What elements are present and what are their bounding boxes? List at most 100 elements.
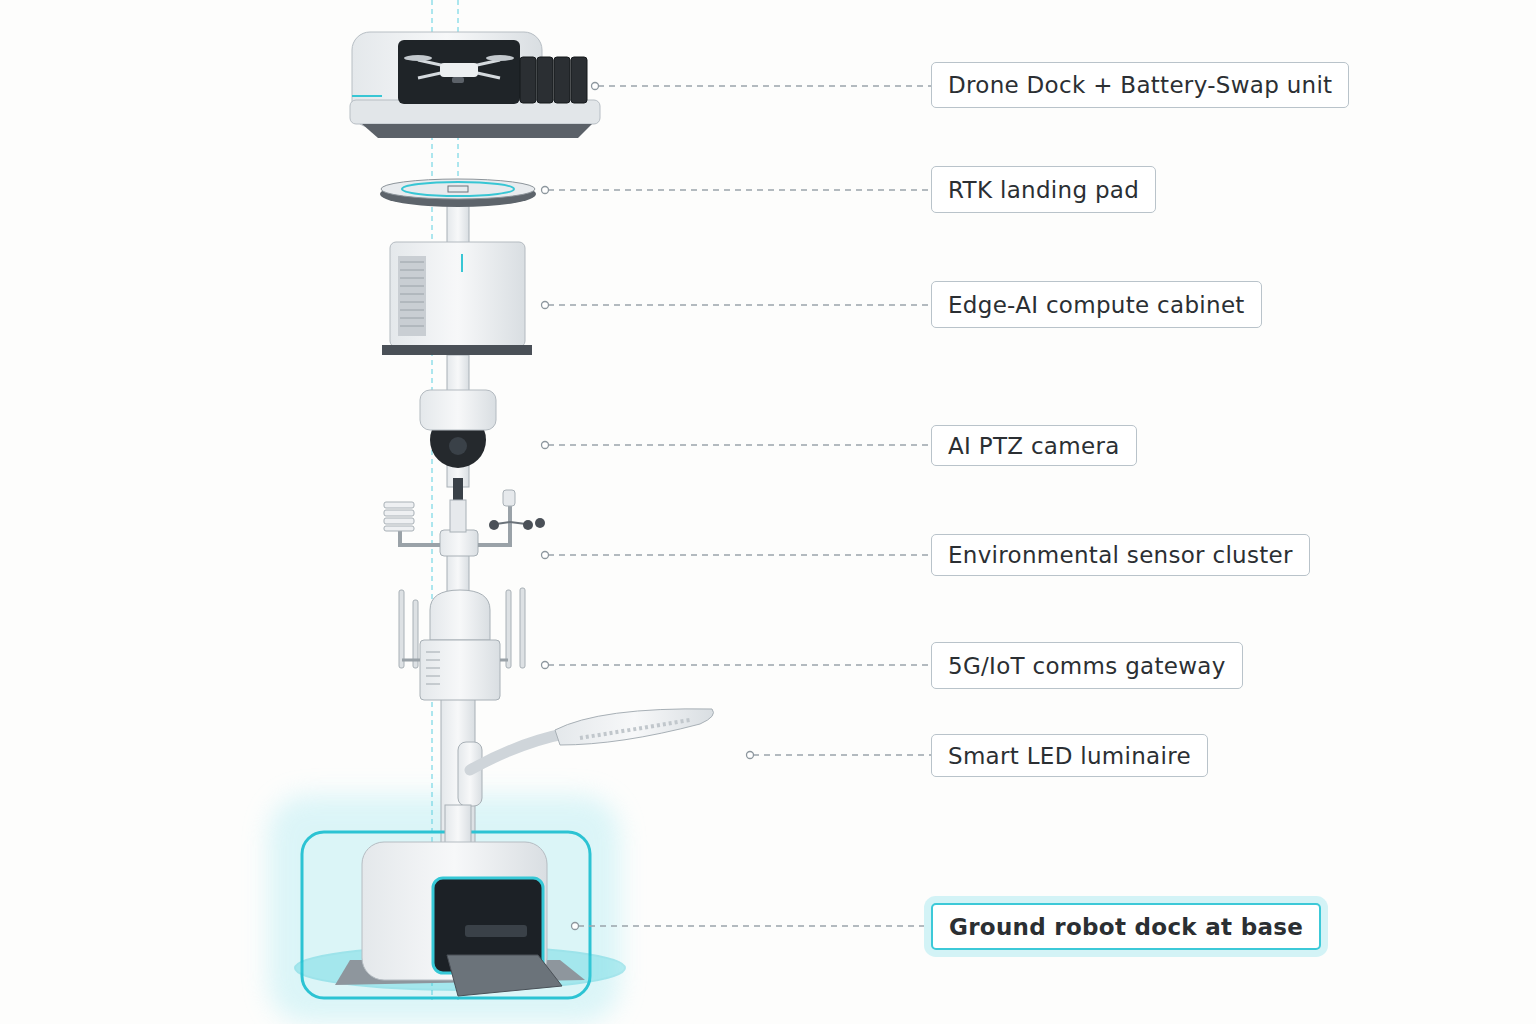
drone-dock bbox=[362, 124, 592, 138]
sensor-cluster bbox=[384, 510, 414, 516]
callout-label: Drone Dock + Battery-Swap unit bbox=[948, 72, 1332, 98]
callout-box: RTK landing pad bbox=[931, 166, 1156, 213]
comms-gateway bbox=[430, 590, 490, 640]
leader-line bbox=[548, 86, 931, 926]
leader-dot bbox=[542, 662, 549, 669]
landing-pad bbox=[402, 182, 514, 196]
landing-pad bbox=[381, 179, 535, 199]
leader-dot bbox=[542, 83, 754, 930]
robot-dock bbox=[445, 805, 471, 845]
comms-gateway bbox=[426, 660, 440, 661]
comms-gateway bbox=[413, 600, 418, 668]
callout-label: RTK landing pad bbox=[948, 177, 1139, 203]
callout-box: Environmental sensor cluster bbox=[931, 534, 1310, 576]
compute-cabinet bbox=[400, 262, 424, 326]
drone-symbol bbox=[404, 55, 514, 83]
compute-cabinet bbox=[400, 294, 424, 295]
led-luminaire bbox=[555, 709, 714, 745]
compute-cabinet bbox=[400, 302, 424, 303]
leader-dot bbox=[542, 552, 549, 559]
callout-box: Smart LED luminaire bbox=[931, 734, 1208, 777]
leader-line bbox=[548, 554, 931, 555]
sensor-cluster bbox=[384, 526, 414, 531]
highlighted-callout-box: Ground robot dock at base bbox=[931, 903, 1321, 950]
comms-gateway bbox=[426, 652, 440, 653]
leader-line bbox=[578, 925, 931, 926]
sensor-cluster bbox=[535, 518, 545, 528]
leader-dot bbox=[572, 923, 579, 930]
comms-gateway bbox=[426, 684, 440, 685]
drone-symbol bbox=[418, 60, 500, 78]
comms-gateway bbox=[426, 676, 440, 677]
battery-symbol bbox=[520, 57, 587, 103]
compute-cabinet bbox=[398, 256, 426, 336]
callout-label: Smart LED luminaire bbox=[948, 743, 1191, 769]
comms-gateway bbox=[420, 640, 500, 700]
leader-line bbox=[548, 444, 931, 445]
sensor-cluster bbox=[384, 478, 545, 556]
sensor-cluster bbox=[503, 490, 515, 506]
callout-label: Edge-AI compute cabinet bbox=[948, 292, 1245, 318]
led-luminaire bbox=[470, 733, 568, 770]
led-luminaire bbox=[458, 709, 714, 806]
compute-cabinet bbox=[400, 278, 424, 279]
compute-cabinet bbox=[400, 326, 424, 327]
led-luminaire bbox=[580, 720, 690, 738]
battery-symbol bbox=[537, 57, 553, 103]
leader-line bbox=[548, 664, 931, 665]
compute-cabinet bbox=[382, 345, 532, 355]
pole-segment bbox=[447, 552, 469, 594]
callout-box: Drone Dock + Battery-Swap unit bbox=[931, 62, 1349, 108]
sensor-cluster bbox=[384, 502, 414, 531]
comms-gateway bbox=[399, 590, 404, 668]
callout-box: AI PTZ camera bbox=[931, 425, 1137, 466]
sensor-cluster bbox=[384, 502, 414, 508]
comms-gateway bbox=[426, 652, 440, 684]
compute-cabinet bbox=[400, 318, 424, 319]
robot-dock bbox=[302, 832, 590, 998]
callout-box: Edge-AI compute cabinet bbox=[931, 281, 1262, 328]
ptz-camera bbox=[420, 390, 496, 468]
landing-pad bbox=[380, 179, 536, 207]
callout-label: AI PTZ camera bbox=[948, 433, 1120, 459]
comms-gateway bbox=[402, 659, 508, 662]
battery-symbol bbox=[554, 57, 570, 103]
sensor-cluster bbox=[440, 530, 478, 556]
comms-gateway bbox=[399, 588, 525, 700]
comms-gateway bbox=[426, 668, 440, 669]
sensor-cluster bbox=[453, 478, 463, 500]
sensor-cluster bbox=[384, 518, 414, 524]
leader-line bbox=[753, 754, 931, 755]
comms-gateway bbox=[506, 590, 511, 668]
drone-symbol bbox=[418, 60, 500, 78]
callout-label: Environmental sensor cluster bbox=[948, 542, 1293, 568]
drone-dock bbox=[398, 40, 520, 104]
ptz-camera bbox=[449, 437, 467, 455]
compute-cabinet bbox=[400, 262, 424, 263]
leader-line bbox=[548, 304, 931, 305]
robot-dock bbox=[295, 805, 625, 998]
sensor-cluster bbox=[450, 500, 466, 532]
leader-dot bbox=[542, 187, 549, 194]
robot-dock bbox=[465, 925, 527, 937]
drone-symbol bbox=[452, 77, 464, 83]
drone-dock bbox=[352, 95, 382, 97]
comms-gateway bbox=[399, 588, 525, 668]
leader-dot bbox=[542, 442, 549, 449]
drone-symbol bbox=[486, 55, 514, 61]
sensor-cluster bbox=[478, 505, 510, 545]
drone-dock bbox=[350, 32, 600, 138]
compute-cabinet bbox=[461, 254, 463, 272]
leader-line bbox=[598, 85, 931, 86]
leader-dot bbox=[592, 83, 599, 90]
compute-cabinet bbox=[400, 310, 424, 311]
callout-label: 5G/IoT comms gateway bbox=[948, 653, 1226, 679]
landing-pad bbox=[448, 186, 468, 192]
compute-cabinet bbox=[400, 286, 424, 287]
compute-cabinet bbox=[390, 242, 525, 347]
sensor-cluster bbox=[523, 520, 533, 530]
leader-line bbox=[548, 189, 931, 190]
